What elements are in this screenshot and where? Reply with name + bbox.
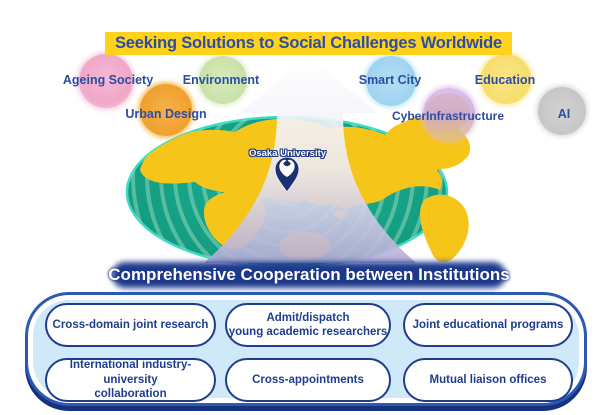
topic-label-ai: AI [557,107,571,121]
header-band: Seeking Solutions to Social Challenges W… [105,32,512,55]
growth-arrow [204,56,416,263]
osaka-pin [274,156,300,193]
cooperation-item-joint-educational-programs: Joint educational programs [403,303,573,347]
topic-label-ageing-society: Ageing Society [62,73,154,87]
cooperation-item-international-collaboration: International industry-university collab… [45,358,216,402]
topic-circle-ai [538,87,586,135]
topic-circle-ageing-society [79,54,133,108]
banner-title: Comprehensive Cooperation between Instit… [108,265,510,284]
topic-circle-urban-design [140,84,192,136]
topic-circle-cyberinfrastructure [423,88,475,140]
topic-label-smart-city: Smart City [358,73,422,87]
topic-label-cyberinfrastructure: CyberInfrastructure [391,109,505,123]
topic-circle-environment [199,56,247,104]
cooperation-item-cross-appointments: Cross-appointments [225,358,391,402]
topic-circle-smart-city [366,56,416,106]
banner-background [112,262,506,288]
topic-label-education: Education [474,73,536,87]
cooperation-item-mutual-liaison-offices: Mutual liaison offices [403,358,573,402]
topic-circle-education [481,54,531,104]
cooperation-item-admit-dispatch-researchers: Admit/dispatch young academic researcher… [225,303,391,347]
topic-label-urban-design: Urban Design [125,107,207,121]
topic-label-environment: Environment [182,73,260,87]
page-title: Seeking Solutions to Social Challenges W… [114,34,503,52]
cooperation-item-cross-domain-research: Cross-domain joint research [45,303,216,347]
osaka-university-label: Osaka University [248,148,327,159]
